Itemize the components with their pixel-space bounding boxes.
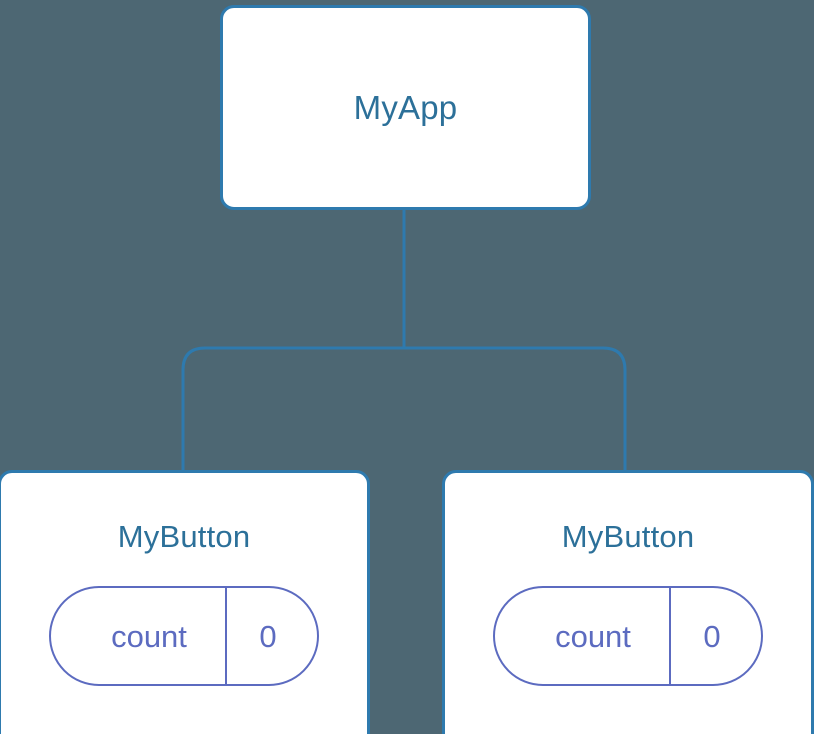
- state-key: count: [111, 618, 187, 654]
- state-key: count: [555, 618, 631, 654]
- node-title: MyApp: [353, 88, 458, 126]
- state-value: 0: [669, 588, 761, 684]
- node-mybutton-1[interactable]: MyButton count 0: [442, 470, 814, 734]
- node-mybutton-0[interactable]: MyButton count 0: [0, 470, 370, 734]
- state-pill[interactable]: count 0: [49, 586, 319, 686]
- state-pill[interactable]: count 0: [493, 586, 763, 686]
- node-title: MyButton: [561, 519, 695, 554]
- node-myapp[interactable]: MyApp: [220, 5, 591, 210]
- node-title: MyButton: [117, 519, 251, 554]
- edge-branch-right: [404, 346, 627, 474]
- edge-branch-left: [181, 346, 404, 474]
- state-value: 0: [225, 588, 317, 684]
